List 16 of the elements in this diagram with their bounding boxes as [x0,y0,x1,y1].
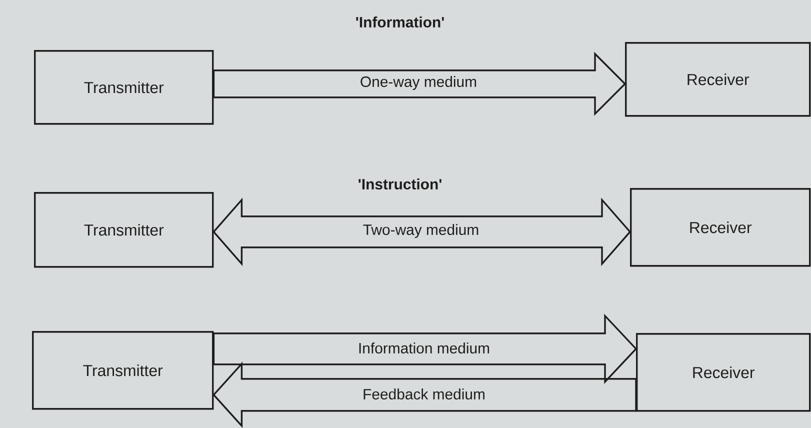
box: Receiver [636,333,811,412]
edge-label: Information medium [356,342,492,354]
box: Transmitter [34,50,214,125]
wide-arrow [212,52,626,116]
edge-label: Feedback medium [362,388,486,400]
edge-label: One-way medium [358,75,478,91]
box: Receiver [625,42,811,117]
wide-arrow [212,314,638,384]
wide-arrow [212,362,637,428]
heading: 'Instruction' [358,178,442,190]
box: Transmitter [34,192,214,268]
box: Receiver [630,188,811,267]
heading: 'Information' [356,16,444,28]
edge-label: Two-way medium [362,223,480,239]
wide-arrow [212,198,632,266]
box: Transmitter [32,331,214,410]
